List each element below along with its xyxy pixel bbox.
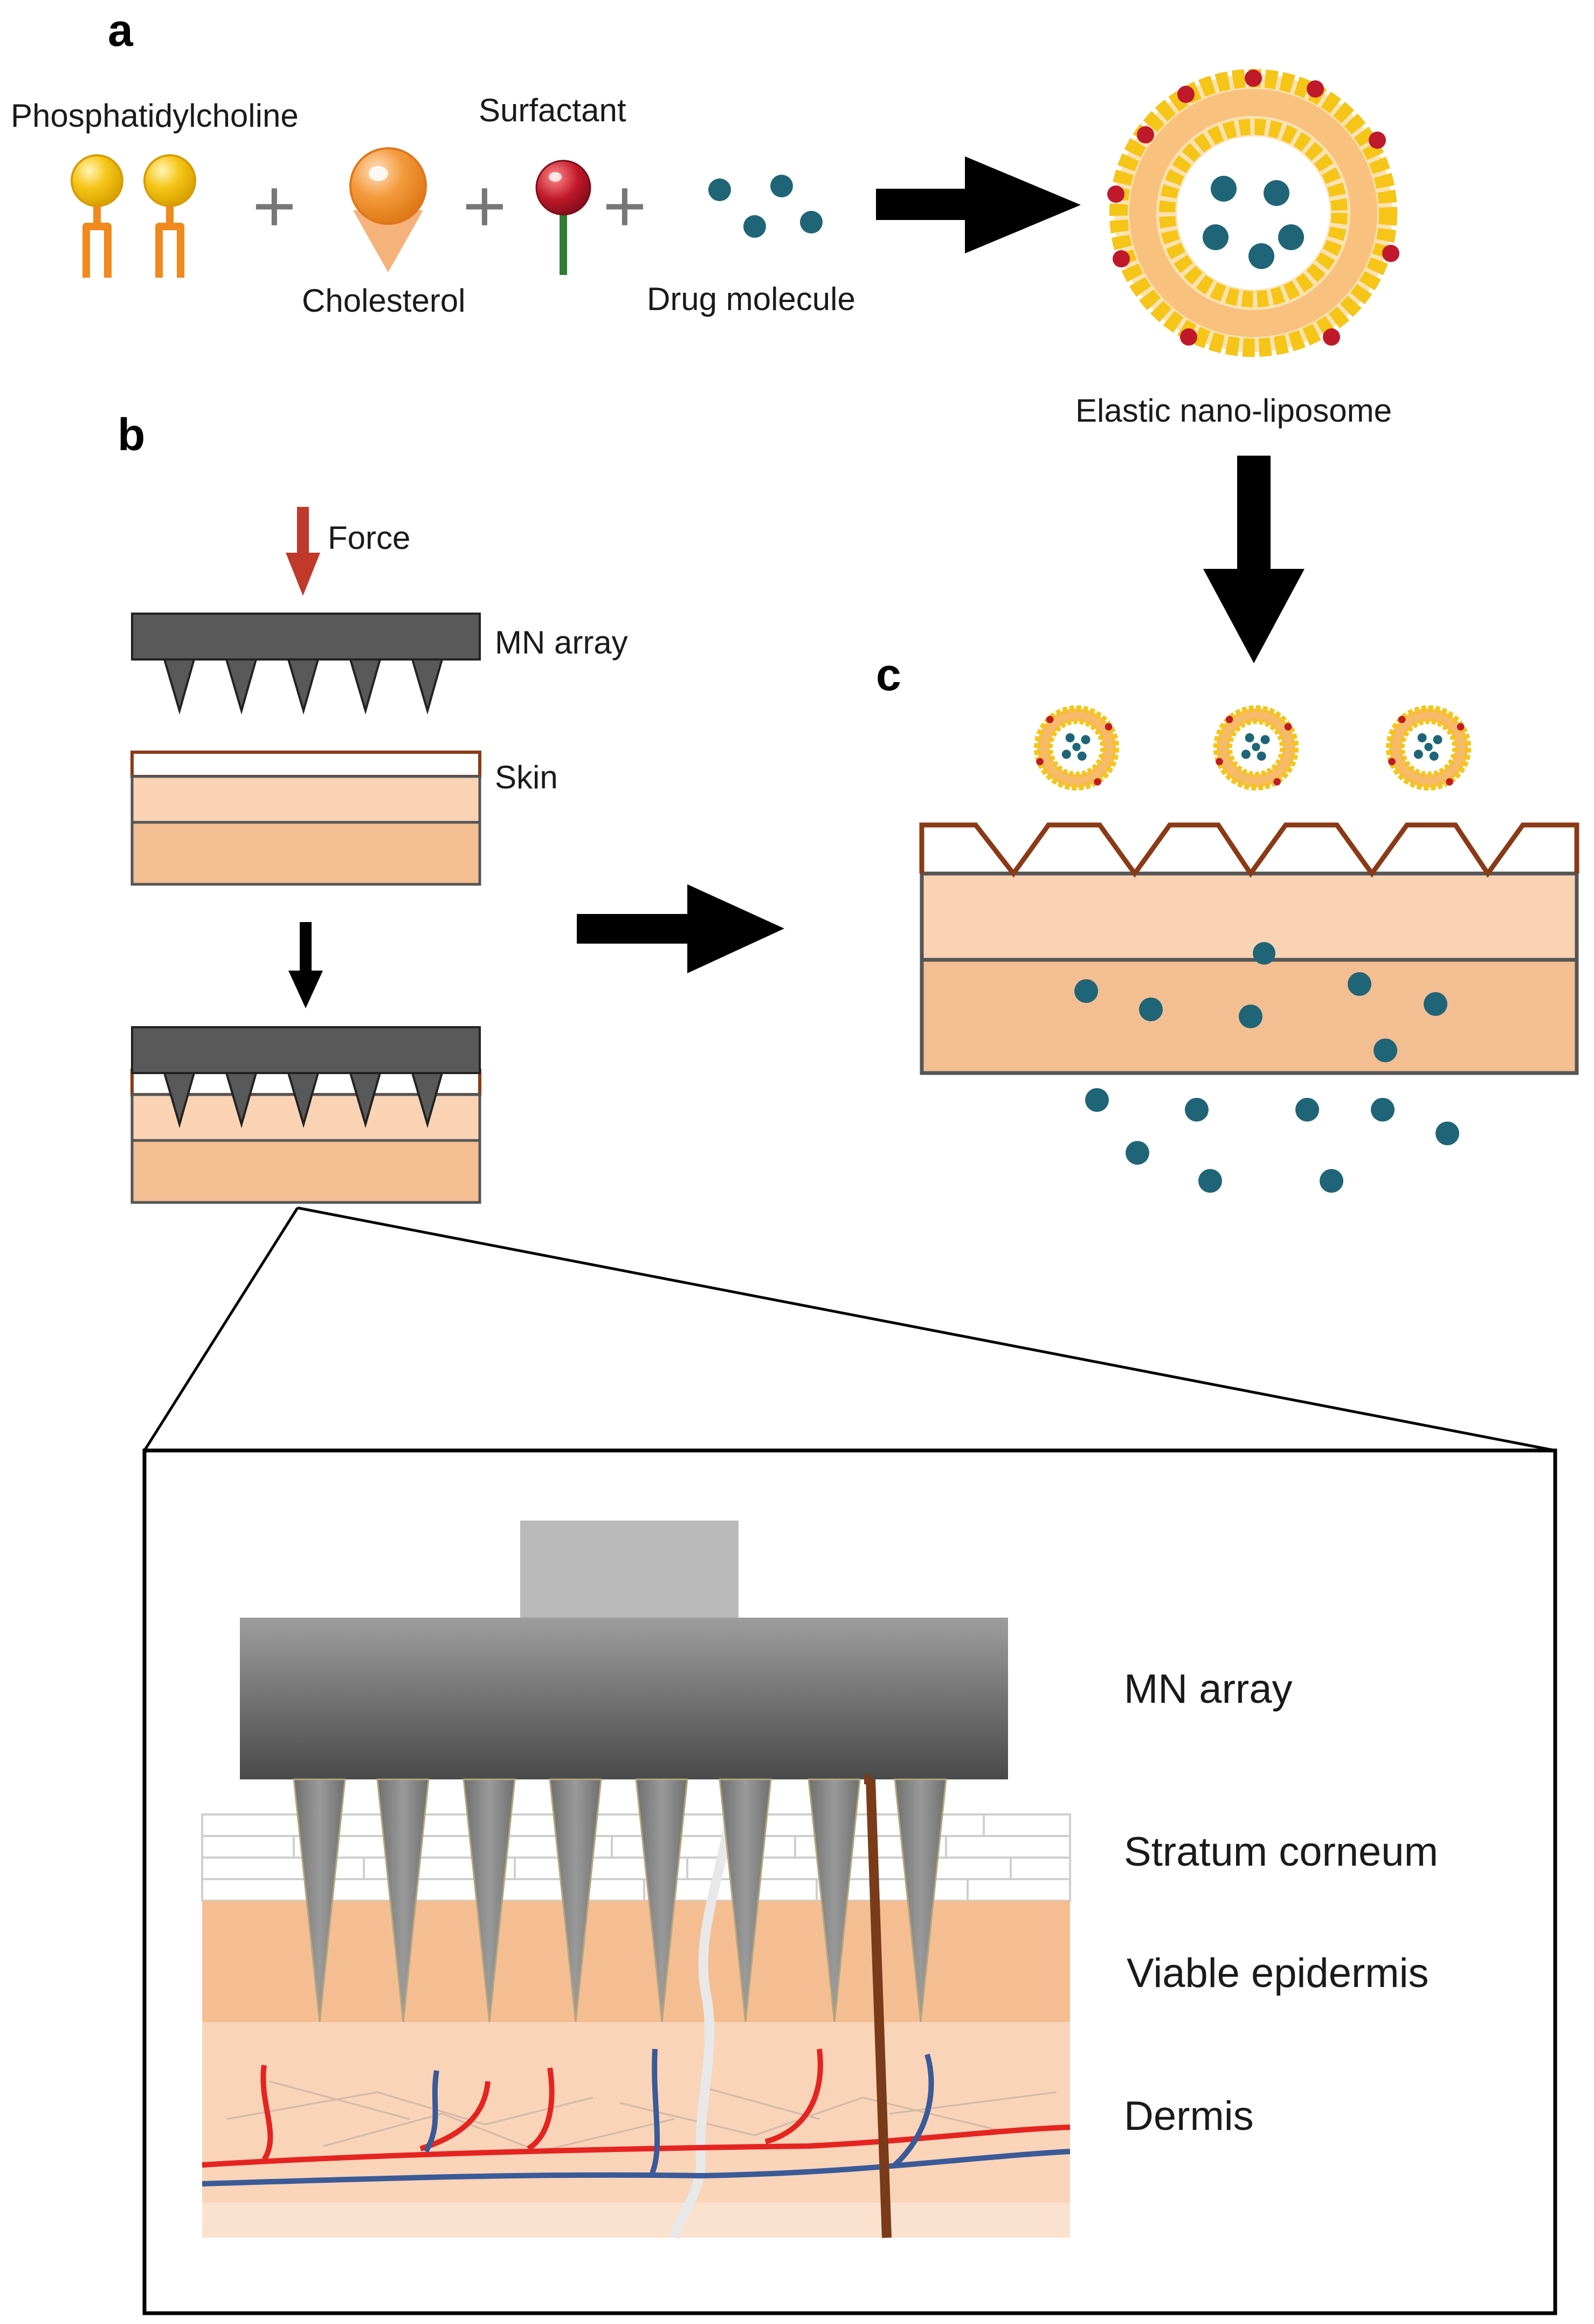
plus-sign: + [603,163,647,248]
phosphatidylcholine-label: Phosphatidylcholine [11,98,299,134]
skin-block [130,751,481,886]
liposome-icon [1107,69,1399,357]
stratum-corneum-label: Stratum corneum [1124,1829,1438,1875]
arrow-down-icon [288,922,323,1008]
arrow-right-icon [577,884,784,973]
liposome-small-icon [1388,709,1468,787]
plus-sign: + [252,163,296,248]
cholesterol-label: Cholesterol [302,283,466,319]
panel-b-label: b [118,409,145,460]
cholesterol-icon [349,147,427,272]
mn-array-label: MN array [495,624,628,661]
released-drug-molecules [1074,942,1459,1193]
liposome-small-icon [1216,709,1295,787]
zoom-lines [143,1206,1556,1452]
drug-molecule-label: Drug molecule [647,281,855,317]
surfactant-icon [535,160,591,275]
drug-molecule-icon [708,175,823,238]
plus-sign: + [463,163,507,248]
detail-mn-array-icon [240,1521,1008,2023]
panel-c-label: c [876,649,901,700]
liposome-label: Elastic nano-liposome [1075,393,1392,429]
phospholipid-icon [143,154,196,278]
mn-array-icon [131,613,481,715]
liposome-small-icon [1036,709,1116,787]
skin-with-mn [130,1026,481,1204]
force-arrow-icon [286,507,320,596]
skin-with-microchannels [919,822,1579,1075]
arrow-right-icon [876,156,1081,253]
force-label: Force [328,520,410,556]
detail-mn-array-label: MN array [1124,1666,1292,1712]
surfactant-label: Surfactant [479,92,626,128]
viable-epidermis-label: Viable epidermis [1127,1950,1429,1996]
dermis-label: Dermis [1124,2093,1254,2139]
phospholipid-icon [71,154,123,278]
panel-a-label: a [108,5,134,56]
skin-label: Skin [495,759,558,795]
arrow-down-icon [1203,456,1305,663]
